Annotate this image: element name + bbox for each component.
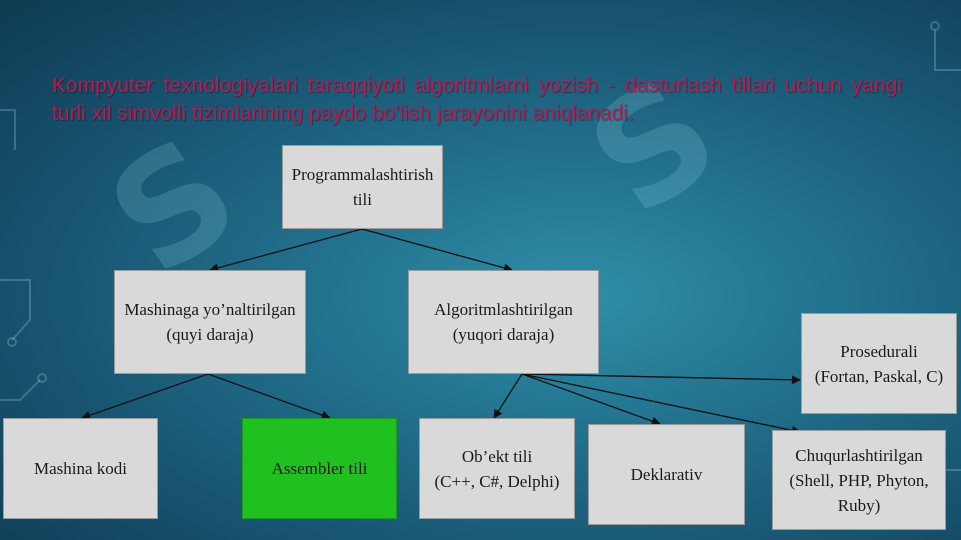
- node-object-language-line1: Ob’ekt tili: [461, 446, 533, 466]
- node-deep-line3: Ruby): [837, 495, 881, 515]
- node-machine-code-line1: Mashina kodi: [33, 459, 128, 478]
- node-assembler: Assembler tili: [242, 418, 397, 519]
- node-machine-oriented: Mashinaga yo’naltirilgan (quyi daraja): [114, 270, 306, 374]
- node-object-language-line2: (C++, C#, Delphi): [434, 471, 560, 491]
- arrow-machine-code: [81, 373, 209, 420]
- node-object-language: Ob’ekt tili (C++, C#, Delphi): [419, 418, 575, 519]
- node-procedural-line2: (Fortan, Paskal, C): [814, 366, 944, 386]
- headline-text: Kompyuter texnologiyalari taraqqiyoti al…: [52, 74, 902, 125]
- node-machine-code: Mashina kodi: [3, 418, 158, 519]
- node-deep: Chuqurlashtirilgan (Shell, PHP, Phyton, …: [772, 430, 946, 530]
- node-declarative-line1: Deklarativ: [630, 465, 703, 484]
- arrow-algo-declarative: [521, 373, 661, 426]
- arrow-algo-deep: [521, 373, 801, 435]
- node-programming-language: Programmalashtirish tili: [282, 145, 443, 229]
- arrow-algo-procedural: [521, 373, 801, 385]
- node-procedural-line1: Prosedurali: [840, 341, 918, 361]
- node-deep-line1: Chuqurlashtirilgan: [795, 445, 923, 465]
- arrow-machine-assembler: [207, 373, 331, 420]
- node-procedural: Prosedurali (Fortan, Paskal, C): [801, 313, 957, 414]
- node-algorithmic-line1: Algoritmlashtirilgan: [434, 300, 573, 319]
- node-deep-line2: (Shell, PHP, Phyton,: [789, 470, 929, 490]
- node-machine-oriented-line2: (quyi daraja): [166, 325, 254, 344]
- node-programming-language-line1: Programmalashtirish: [291, 165, 434, 184]
- node-algorithmic-line2: (yuqori daraja): [452, 325, 555, 344]
- node-assembler-line1: Assembler tili: [271, 459, 368, 478]
- node-machine-oriented-line1: Mashinaga yo’naltirilgan: [124, 300, 296, 319]
- arrow-root-algo: [361, 228, 513, 273]
- arrow-algo-object: [493, 373, 523, 419]
- node-programming-language-line2: tili: [353, 190, 372, 209]
- node-declarative: Deklarativ: [588, 424, 745, 525]
- arrow-root-machine: [209, 228, 363, 273]
- node-algorithmic: Algoritmlashtirilgan (yuqori daraja): [408, 270, 599, 374]
